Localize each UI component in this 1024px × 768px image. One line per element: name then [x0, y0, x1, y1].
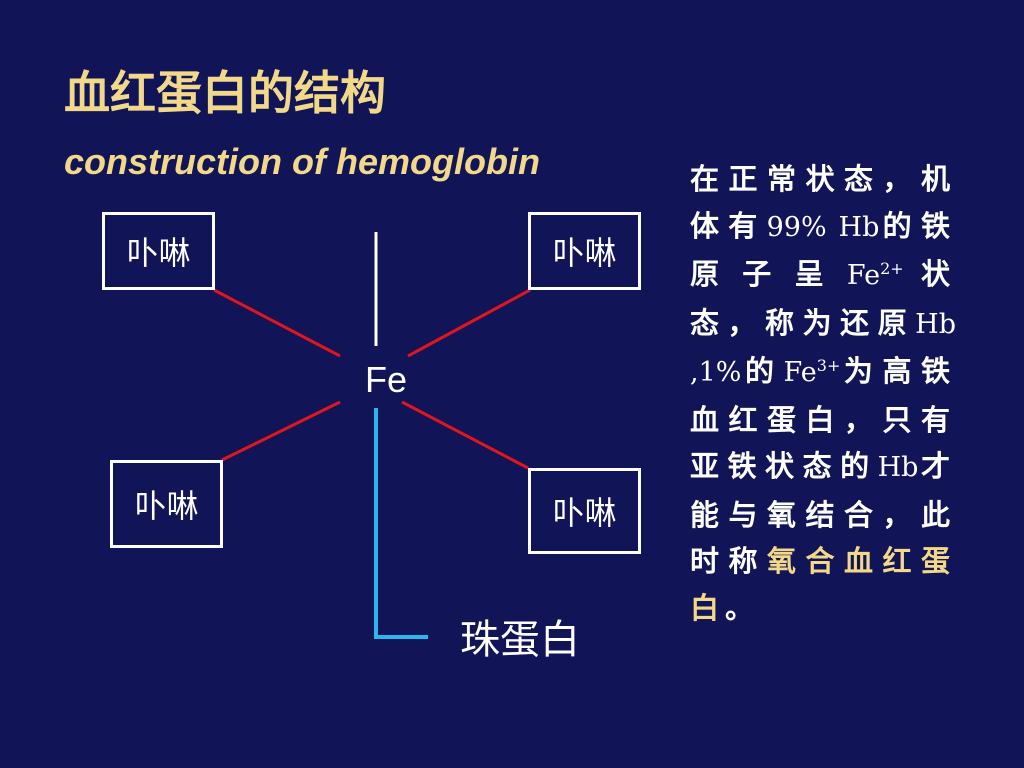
ferrous-ion: Fe2+	[847, 260, 904, 291]
porphyrin-label: 卟啉	[126, 234, 191, 272]
porphyrin-label: 卟啉	[552, 234, 617, 272]
description-segment: 的铁原子呈	[690, 208, 956, 292]
ion-symbol: Fe	[783, 357, 817, 388]
ion-symbol: Fe	[846, 260, 881, 291]
bond-line-bottom-left	[221, 400, 341, 462]
porphyrin-box-top-left: 卟啉	[102, 212, 215, 290]
description-segment: 才能与氧结合，此时称	[690, 449, 956, 578]
iron-center-label: Fe	[364, 359, 407, 400]
description-value: Hb	[877, 452, 919, 483]
bond-line-top-left	[213, 288, 341, 358]
globin-label: 珠蛋白	[460, 617, 580, 663]
porphyrin-box-bottom-left: 卟啉	[110, 460, 223, 548]
ion-charge: 2+	[880, 259, 904, 278]
slide-title-chinese: 血红蛋白的结构	[64, 66, 386, 120]
hemoglobin-description: 在正常状态，机体有99% Hb的铁原子呈Fe2+状态，称为还原Hb ,1%的Fe…	[690, 156, 956, 631]
oxyhemoglobin-highlight: 氧合血红蛋白	[690, 544, 956, 625]
porphyrin-box-bottom-right: 卟啉	[528, 468, 641, 554]
description-segment: 的	[741, 354, 784, 388]
description-end: 。	[725, 590, 761, 625]
description-segment: 在正常状态，机体有	[690, 162, 956, 243]
porphyrin-box-top-right: 卟啉	[528, 212, 641, 290]
slide-title-english: construction of hemoglobin	[64, 141, 540, 182]
bond-line-top-right	[407, 288, 531, 358]
ion-charge: 3+	[816, 356, 841, 375]
description-value: Hb ,1%	[690, 308, 956, 389]
description-value: 99% Hb	[766, 211, 880, 243]
description-segment: 为高铁血红蛋白，只有亚铁状态的	[690, 354, 956, 483]
globin-bond-line	[374, 408, 428, 639]
porphyrin-label: 卟啉	[552, 494, 617, 532]
ferric-ion: Fe3+	[784, 357, 841, 388]
bond-line-bottom-right	[401, 400, 529, 470]
porphyrin-label: 卟啉	[134, 487, 199, 525]
description-segment: 状态，称为还原	[690, 257, 956, 340]
